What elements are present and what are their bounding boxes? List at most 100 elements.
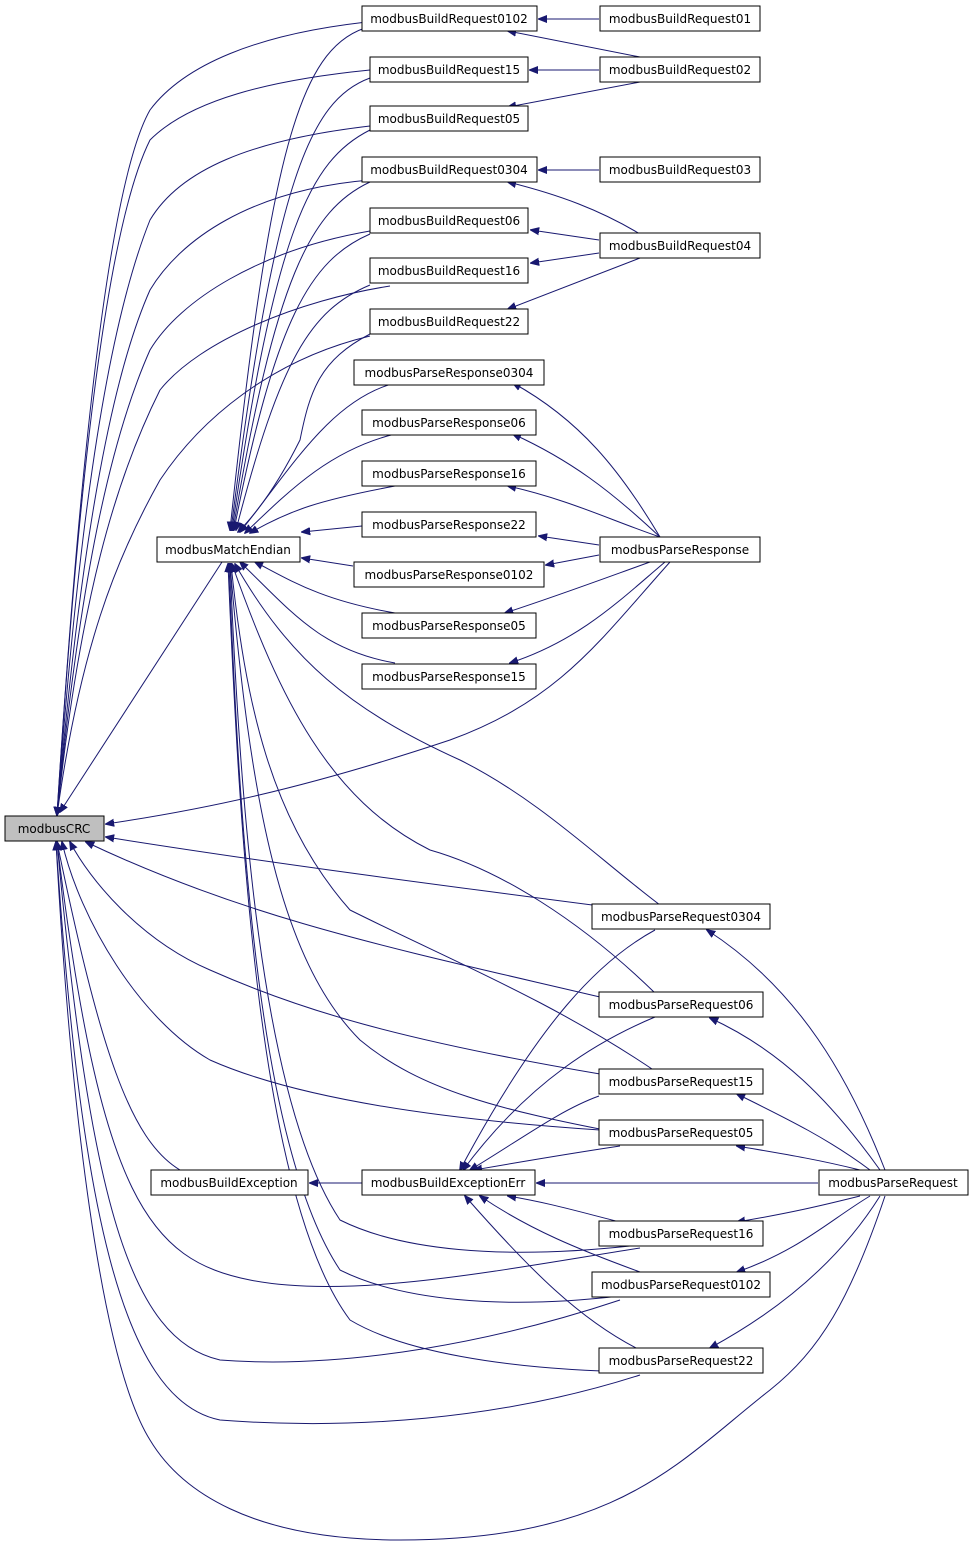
node-modbusparseresponse05[interactable]: modbusParseResponse05 <box>361 612 537 639</box>
edge-prs06-endian <box>245 433 396 533</box>
edge-prq22-bexe <box>465 1196 641 1351</box>
node-modbuscrc[interactable]: modbusCRC <box>4 815 105 842</box>
node-modbusmatchendian[interactable]: modbusMatchEndian <box>156 536 301 563</box>
node-modbusparserequest0304[interactable]: modbusParseRequest0304 <box>591 903 771 930</box>
node-modbusparseresponse[interactable]: modbusParseResponse <box>599 536 761 563</box>
svg-text:modbusParseResponse05: modbusParseResponse05 <box>372 619 526 633</box>
edge-br02-br05 <box>508 81 641 107</box>
svg-text:modbusParseRequest16: modbusParseRequest16 <box>609 1227 754 1241</box>
nodes: modbusCRC modbusMatchEndian modbusBuildE… <box>4 5 969 1374</box>
node-modbusbuildrequest15[interactable]: modbusBuildRequest15 <box>369 56 529 83</box>
node-modbusbuildrequest0102[interactable]: modbusBuildRequest0102 <box>361 5 538 32</box>
edge-prs-prs05 <box>505 561 651 613</box>
edge-prs22-endian <box>302 525 363 532</box>
node-modbusparserequest06[interactable]: modbusParseRequest06 <box>598 991 764 1018</box>
svg-text:modbusBuildRequest0102: modbusBuildRequest0102 <box>370 12 528 26</box>
edge-prs-prs15 <box>510 561 666 663</box>
svg-text:modbusMatchEndian: modbusMatchEndian <box>165 543 291 557</box>
edge-prq15-bexe <box>470 1095 600 1170</box>
edge-prs0304-endian <box>240 382 396 532</box>
svg-text:modbusParseResponse0304: modbusParseResponse0304 <box>365 366 534 380</box>
edge-prs-prs22 <box>539 536 600 546</box>
svg-text:modbusParseResponse06: modbusParseResponse06 <box>372 416 526 430</box>
edge-br22-endian <box>238 333 371 532</box>
edge-prq15-endian <box>231 564 656 1072</box>
edge-prq16-bexe <box>508 1196 621 1223</box>
svg-text:modbusBuildRequest04: modbusBuildRequest04 <box>609 239 751 253</box>
edge-prs-crc <box>106 561 671 824</box>
edge-prq06-endian <box>232 564 656 994</box>
svg-text:modbusBuildRequest0304: modbusBuildRequest0304 <box>370 163 528 177</box>
edge-endian-crc <box>60 561 223 812</box>
edge-prq16-crc <box>57 842 641 1288</box>
edge-prq-prq0304 <box>707 930 886 1171</box>
edge-prs16-endian <box>250 485 396 533</box>
edge-prs-prs06 <box>513 434 661 538</box>
node-modbusparserequest22[interactable]: modbusParseRequest22 <box>598 1347 764 1374</box>
svg-text:modbusBuildRequest06: modbusBuildRequest06 <box>378 214 520 228</box>
svg-text:modbusBuildRequest02: modbusBuildRequest02 <box>609 63 751 77</box>
edge-prs-prs0304 <box>513 383 661 538</box>
edge-prs15-endian <box>240 562 396 664</box>
edge-prq06-bexe <box>463 1016 656 1170</box>
svg-text:modbusCRC: modbusCRC <box>18 822 91 836</box>
edge-br0304-endian <box>233 181 371 530</box>
svg-text:modbusParseRequest05: modbusParseRequest05 <box>609 1126 754 1140</box>
edge-prq22-endian <box>228 564 641 1373</box>
node-modbusbuildrequest03[interactable]: modbusBuildRequest03 <box>599 156 761 183</box>
edge-br22-crc <box>57 335 371 815</box>
edge-br16-endian <box>236 284 371 530</box>
node-modbusbuildrequest06[interactable]: modbusBuildRequest06 <box>369 207 529 234</box>
edge-prq16-endian <box>230 564 631 1253</box>
edge-br04-br16 <box>531 252 600 263</box>
node-modbusparserequest05[interactable]: modbusParseRequest05 <box>598 1119 764 1146</box>
node-modbusparserequest[interactable]: modbusParseRequest <box>818 1169 969 1196</box>
node-modbusparseresponse15[interactable]: modbusParseResponse15 <box>361 663 537 690</box>
node-modbusparserequest16[interactable]: modbusParseRequest16 <box>598 1220 764 1247</box>
svg-text:modbusBuildRequest16: modbusBuildRequest16 <box>378 264 520 278</box>
edge-prq-crc <box>56 842 886 1541</box>
edge-br04-br06 <box>531 230 600 241</box>
node-modbusbuildexception[interactable]: modbusBuildException <box>150 1169 309 1196</box>
edge-br0102-endian <box>230 27 366 530</box>
node-modbusbuildrequest16[interactable]: modbusBuildRequest16 <box>369 257 529 284</box>
edge-prq-prq22 <box>710 1195 881 1348</box>
svg-text:modbusBuildRequest05: modbusBuildRequest05 <box>378 112 520 126</box>
edge-prq-prq06 <box>710 1018 881 1171</box>
edge-prq0304-crc <box>106 837 601 907</box>
svg-text:modbusParseResponse: modbusParseResponse <box>611 543 749 557</box>
edge-br0102-crc <box>57 18 401 815</box>
node-modbusbuildrequest01[interactable]: modbusBuildRequest01 <box>599 5 761 32</box>
node-modbusbuildexceptionerr[interactable]: modbusBuildExceptionErr <box>361 1169 536 1196</box>
edge-br05-endian <box>232 129 371 530</box>
svg-text:modbusBuildRequest15: modbusBuildRequest15 <box>378 63 520 77</box>
edge-br15-endian <box>231 77 371 530</box>
svg-text:modbusParseResponse0102: modbusParseResponse0102 <box>365 568 534 582</box>
edge-br04-br22 <box>508 257 641 309</box>
node-modbusbuildrequest02[interactable]: modbusBuildRequest02 <box>599 56 761 83</box>
node-modbusparseresponse0304[interactable]: modbusParseResponse0304 <box>353 359 545 386</box>
svg-text:modbusBuildException: modbusBuildException <box>160 1176 297 1190</box>
node-modbusparserequest0102[interactable]: modbusParseRequest0102 <box>591 1271 771 1298</box>
node-modbusparseresponse16[interactable]: modbusParseResponse16 <box>361 460 537 487</box>
edge-prq0102-bexe <box>480 1196 641 1273</box>
edge-prq0304-bexe <box>460 929 656 1170</box>
edge-br0304-crc <box>57 179 371 815</box>
svg-text:modbusParseRequest22: modbusParseRequest22 <box>609 1354 754 1368</box>
edge-br06-endian <box>234 233 371 530</box>
node-modbusparseresponse06[interactable]: modbusParseResponse06 <box>361 409 537 436</box>
svg-text:modbusBuildRequest03: modbusBuildRequest03 <box>609 163 751 177</box>
edge-br02-br0102 <box>508 31 641 58</box>
node-modbusparserequest15[interactable]: modbusParseRequest15 <box>598 1068 764 1095</box>
edge-br15-crc <box>57 69 371 815</box>
svg-text:modbusBuildRequest01: modbusBuildRequest01 <box>609 12 751 26</box>
node-modbusbuildrequest04[interactable]: modbusBuildRequest04 <box>599 232 761 259</box>
edge-br05-crc <box>57 125 371 815</box>
edge-prq0102-crc <box>57 842 621 1363</box>
node-modbusparseresponse0102[interactable]: modbusParseResponse0102 <box>353 561 545 588</box>
node-modbusbuildrequest05[interactable]: modbusBuildRequest05 <box>369 105 529 132</box>
node-modbusbuildrequest22[interactable]: modbusBuildRequest22 <box>369 308 529 335</box>
edge-prs-prs16 <box>508 486 661 538</box>
node-modbusparseresponse22[interactable]: modbusParseResponse22 <box>361 511 537 538</box>
node-modbusbuildrequest0304[interactable]: modbusBuildRequest0304 <box>361 156 538 183</box>
